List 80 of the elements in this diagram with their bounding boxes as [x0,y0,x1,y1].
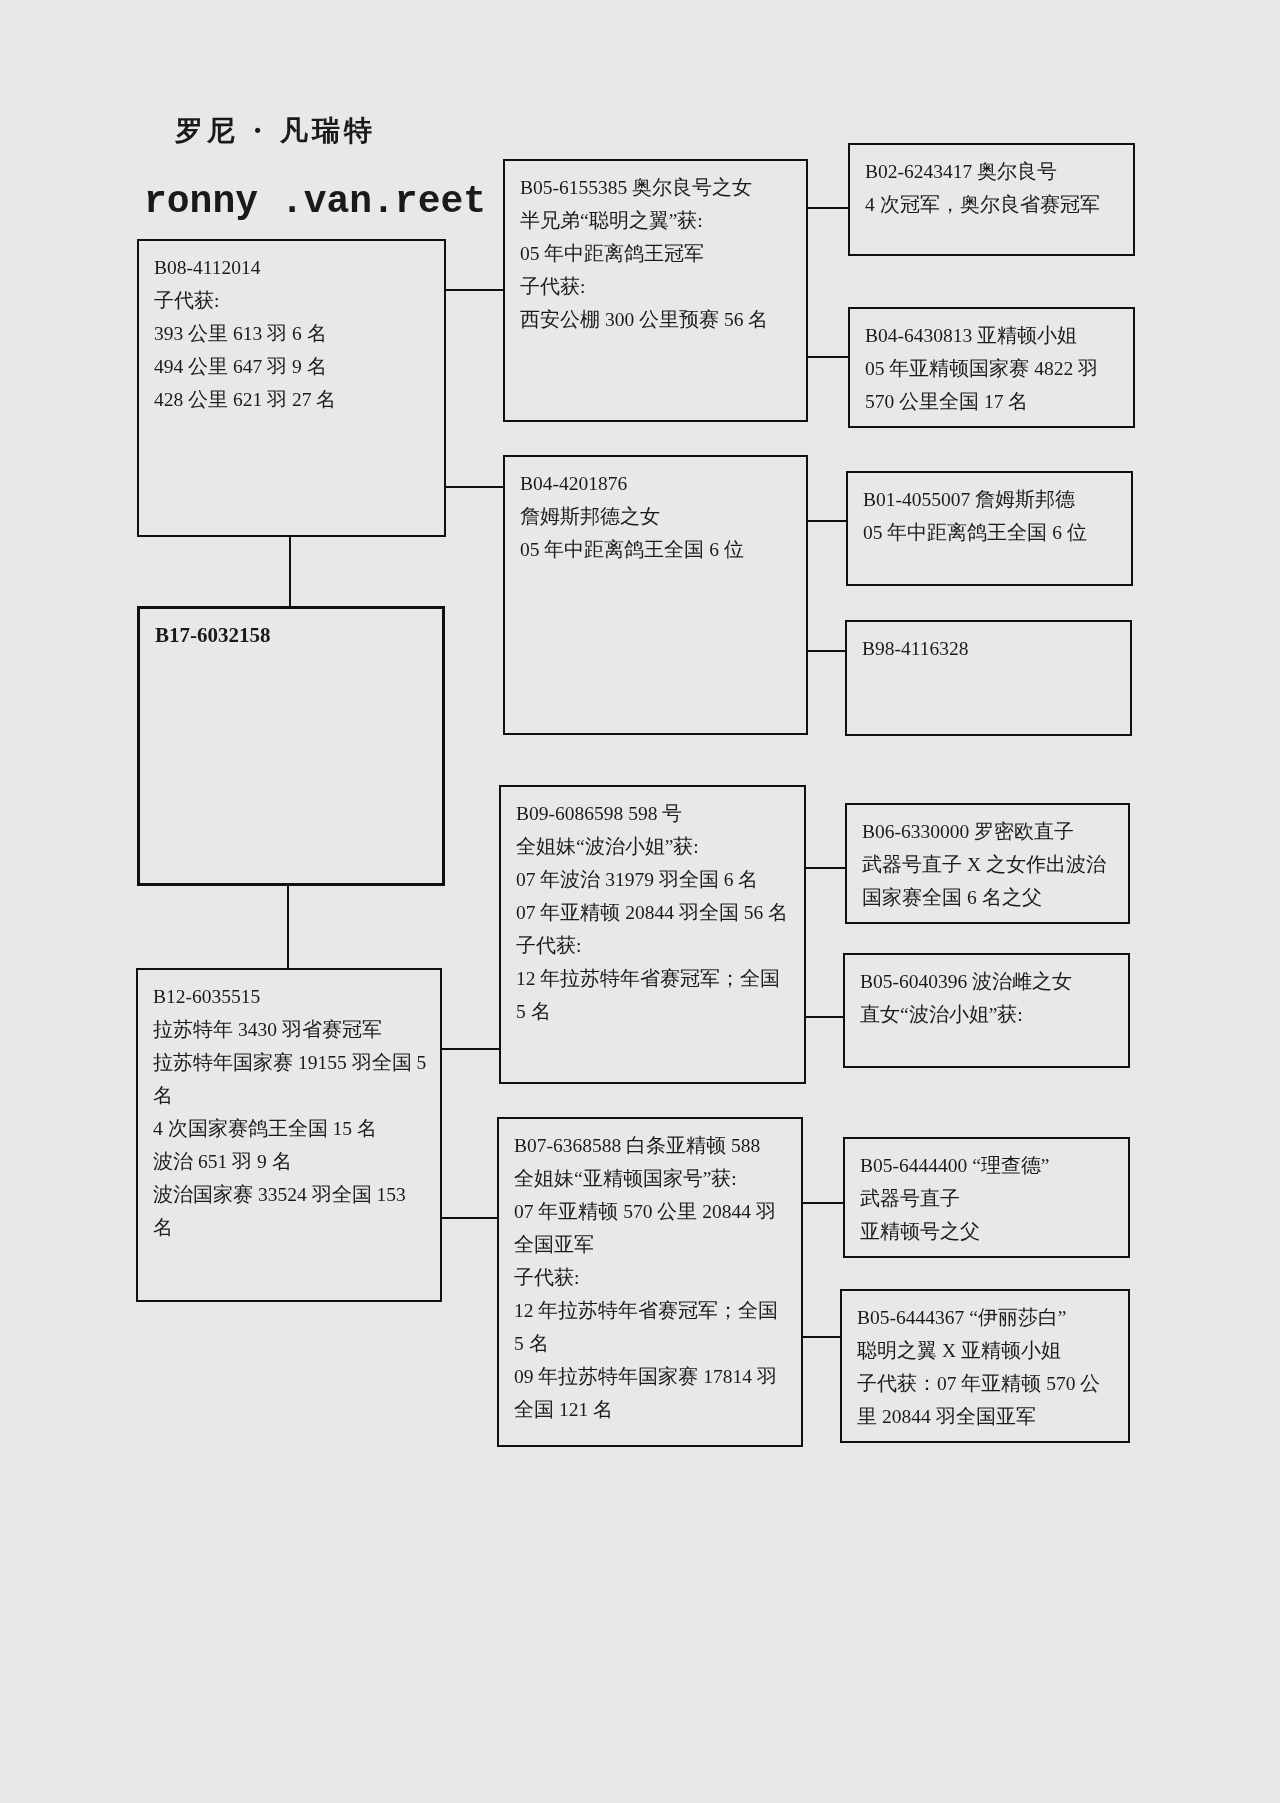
pedigree-line: 07 年波治 31979 羽全国 6 名 [516,868,760,892]
pedigree-line: B04-4201876 [520,472,629,496]
pedigree-line: B01-4055007 詹姆斯邦德 [863,488,1077,512]
pedigree-box [136,968,442,1302]
pedigree-line: 子代获: [520,275,587,299]
pedigree-line: 武器号直子 [860,1187,961,1211]
pedigree-line: 聪明之翼 X 亚精顿小姐 [857,1339,1062,1363]
pedigree-line: 波治 651 羽 9 名 [153,1150,293,1174]
pedigree-line: 子代获：07 年亚精顿 570 公里 20844 羽全国亚军 [857,1372,1102,1429]
pedigree-line: B07-6368588 白条亚精顿 588 [514,1134,762,1158]
connector-line [441,1217,498,1219]
pedigree-line: 全姐妹“波治小姐”获: [516,835,700,859]
pedigree-line: 09 年拉苏特年国家赛 17814 羽全国 121 名 [514,1365,778,1422]
connector-line [287,885,289,969]
pedigree-line: 全姐妹“亚精顿国家号”获: [514,1167,738,1191]
pedigree-line: B08-4112014 [154,256,262,280]
pedigree-line: B05-6155385 奥尔良号之女 [520,176,754,200]
pedigree-line: B98-4116328 [862,637,970,661]
pedigree-line: 428 公里 621 羽 27 名 [154,388,338,412]
pedigree-box [848,143,1135,256]
pedigree-line: 詹姆斯邦德之女 [520,505,661,529]
connector-line [807,356,849,358]
pedigree-box [497,1117,803,1447]
pedigree-line: B06-6330000 罗密欧直子 [862,820,1076,844]
pedigree-line: 05 年中距离鸽王全国 6 位 [520,538,745,562]
pedigree-line: 西安公棚 300 公里预赛 56 名 [520,308,770,332]
pedigree-line: B17-6032158 [155,622,272,649]
pedigree-box [840,1289,1130,1443]
pedigree-line: B05-6040396 波治雌之女 [860,970,1074,994]
connector-line [807,207,849,209]
pedigree-box [845,803,1130,924]
pedigree-line: 直女“波治小姐”获: [860,1003,1024,1027]
connector-line [807,520,847,522]
pedigree-box [499,785,806,1084]
breeder-name: ronny .van.reet [144,180,487,223]
pedigree-box [137,239,446,537]
pedigree-line: 4 次国家赛鸽王全国 15 名 [153,1117,378,1141]
pedigree-line: 07 年亚精顿 20844 羽全国 56 名 [516,901,790,925]
pedigree-line: 半兄弟“聪明之翼”获: [520,209,704,233]
pedigree-line: B02-6243417 奥尔良号 [865,160,1059,184]
pedigree-box [848,307,1135,428]
pedigree-box [843,953,1130,1068]
pedigree-line: 子代获: [516,934,583,958]
pedigree-line: 子代获: [154,289,221,313]
pedigree-line: B05-6444367 “伊丽莎白” [857,1306,1068,1330]
pedigree-box [137,606,445,886]
connector-line [807,650,846,652]
pedigree-line: B12-6035515 [153,985,262,1009]
pedigree-line: 4 次冠军，奥尔良省赛冠军 [865,193,1101,217]
pedigree-line: 亚精顿号之父 [860,1220,981,1244]
pedigree-line: 05 年中距离鸽王冠军 [520,242,706,266]
pedigree-line: 12 年拉苏特年省赛冠军；全国 5 名 [516,967,782,1024]
pedigree-box [503,159,808,422]
connector-line [805,1016,844,1018]
connector-line [289,536,291,607]
pedigree-line: 武器号直子 X 之女作出波治国家赛全国 6 名之父 [862,853,1107,910]
connector-line [802,1336,841,1338]
pedigree-line: 393 公里 613 羽 6 名 [154,322,328,346]
pedigree-line: 07 年亚精顿 570 公里 20844 羽全国亚军 [514,1200,777,1257]
connector-line [441,1048,500,1050]
pedigree-line: 拉苏特年 3430 羽省赛冠军 [153,1018,383,1042]
pedigree-line: 波治国家赛 33524 羽全国 153 名 [153,1183,407,1240]
pedigree-line: 12 年拉苏特年省赛冠军；全国 5 名 [514,1299,780,1356]
connector-line [445,289,504,291]
title-text: 罗尼 · 凡瑞特 [175,113,377,149]
pedigree-line: B09-6086598 598 号 [516,802,684,826]
pedigree-line: 子代获: [514,1266,581,1290]
pedigree-line: 05 年亚精顿国家赛 4822 羽 570 公里全国 17 名 [865,357,1100,414]
pedigree-box [845,620,1132,736]
connector-line [805,867,846,869]
pedigree-line: B05-6444400 “理查德” [860,1154,1051,1178]
pedigree-line: 05 年中距离鸽王全国 6 位 [863,521,1088,545]
pedigree-box [846,471,1133,586]
pedigree-box [843,1137,1130,1258]
pedigree-line: 拉苏特年国家赛 19155 羽全国 5 名 [153,1051,428,1108]
pedigree-line: B04-6430813 亚精顿小姐 [865,324,1079,348]
pedigree-box [503,455,808,735]
pedigree-line: 494 公里 647 羽 9 名 [154,355,328,379]
connector-line [802,1202,844,1204]
connector-line [445,486,504,488]
